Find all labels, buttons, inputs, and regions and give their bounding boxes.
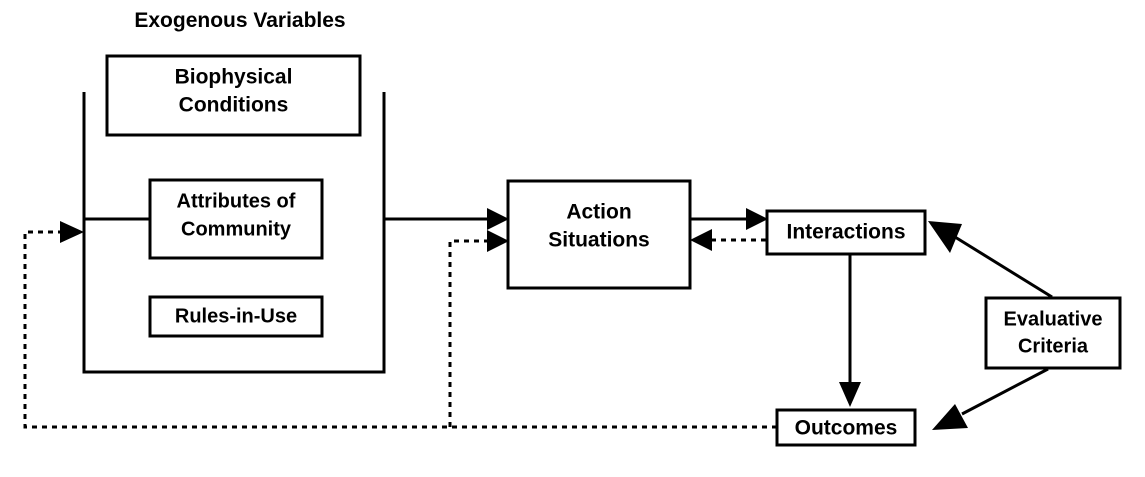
action-situations-label-line1: Action <box>566 201 631 224</box>
interactions-label: Interactions <box>786 221 905 244</box>
outcomes-feedback-loop-arrowhead <box>60 221 84 243</box>
outcomes-feedback-to-action-arrowhead <box>487 230 509 252</box>
outcomes-label: Outcomes <box>795 417 898 440</box>
interactions-to-action-arrowhead <box>690 229 712 251</box>
outcomes-feedback-to-action-line <box>448 239 487 427</box>
node-biophysical-conditions[interactable]: Biophysical Conditions <box>105 54 362 137</box>
biophysical-conditions-label-line1: Biophysical <box>175 66 293 89</box>
rules-in-use-label: Rules-in-Use <box>175 305 297 327</box>
edge-interactions-to-outcomes <box>839 254 861 407</box>
node-outcomes[interactable]: Outcomes <box>775 408 917 447</box>
diagram-title: Exogenous Variables <box>134 9 345 32</box>
action-situations-box[interactable] <box>506 179 692 290</box>
exogenous-to-action-arrowhead <box>487 208 509 230</box>
evaluative-criteria-label-line2: Criteria <box>1018 335 1089 357</box>
outcomes-feedback-loop-line <box>23 230 777 429</box>
biophysical-conditions-label-line2: Conditions <box>179 94 289 117</box>
evaluative-to-interactions-line <box>954 235 1053 299</box>
evaluative-to-outcomes-arrowhead <box>932 404 968 430</box>
edge-outcomes-to-exogenous-variables <box>23 221 777 429</box>
biophysical-conditions-box[interactable] <box>105 54 362 137</box>
edge-interactions-to-action-situations <box>690 229 766 251</box>
attributes-of-community-box[interactable] <box>148 178 324 260</box>
edge-evaluative-criteria-to-outcomes <box>932 367 1049 430</box>
evaluative-to-outcomes-line <box>961 367 1049 416</box>
evaluative-criteria-box[interactable] <box>984 296 1122 370</box>
evaluative-criteria-label-line1: Evaluative <box>1004 308 1103 330</box>
edge-exogenous-to-action-situations <box>384 208 509 230</box>
edge-outcomes-feedback-to-action-situations <box>448 230 509 427</box>
attributes-of-community-label-line2: Community <box>181 218 292 240</box>
outcomes-box[interactable] <box>775 408 917 447</box>
node-interactions[interactable]: Interactions <box>765 209 927 256</box>
action-situations-label-line2: Situations <box>548 229 650 252</box>
node-action-situations[interactable]: Action Situations <box>506 179 692 290</box>
edge-evaluative-criteria-to-interactions <box>928 221 1053 299</box>
interactions-to-outcomes-arrowhead <box>839 382 861 407</box>
node-evaluative-criteria[interactable]: Evaluative Criteria <box>984 296 1122 370</box>
rules-in-use-box[interactable] <box>148 295 324 338</box>
action-to-interactions-arrowhead <box>746 208 768 230</box>
edge-action-situations-to-interactions <box>690 208 768 230</box>
evaluative-to-interactions-arrowhead <box>928 221 962 253</box>
node-attributes-of-community[interactable]: Attributes of Community <box>148 178 324 260</box>
interactions-box[interactable] <box>765 209 927 256</box>
attributes-of-community-label-line1: Attributes of <box>177 190 296 212</box>
node-rules-in-use[interactable]: Rules-in-Use <box>148 295 324 338</box>
